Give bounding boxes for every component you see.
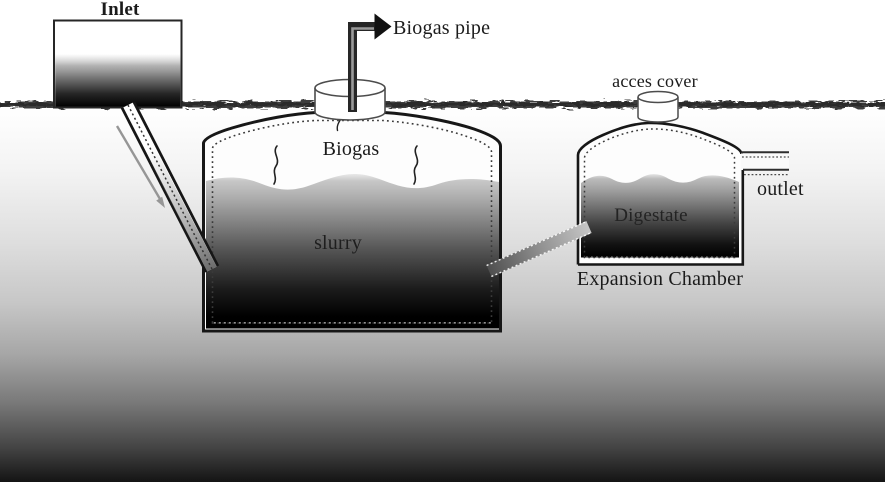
outlet-label: outlet [757, 178, 804, 200]
gas-wisp-left [273, 145, 279, 185]
digestate-label: Digestate [614, 205, 688, 226]
digester-slurry-fill [206, 173, 499, 329]
inlet-label: Inlet [100, 0, 140, 20]
flow-arrow [115, 125, 165, 208]
inlet-tank [53, 19, 183, 109]
inlet-pipe-dotted-center [127, 104, 213, 270]
expansion-chamber [576, 121, 745, 266]
access-cover-label: acces cover [612, 71, 698, 91]
biogas-label: Biogas [322, 138, 380, 160]
biogas-pipe-arrowhead [374, 13, 392, 40]
chamber-outline-lower [578, 170, 745, 266]
chamber-outline-upper [576, 121, 743, 265]
transfer-pipe [486, 220, 592, 278]
access-cover-cylinder [637, 90, 679, 123]
outlet-pipe [741, 151, 789, 176]
inlet-pipe [120, 101, 220, 273]
ground-line [0, 101, 885, 108]
chamber-inner-dotted-wall [583, 128, 736, 259]
expansion-chamber-label: Expansion Chamber [576, 268, 744, 290]
biogas-pipe-label: Biogas pipe [393, 17, 491, 39]
slurry-label: slurry [314, 232, 362, 254]
biogas-pipe [348, 13, 392, 112]
gas-wisp-right [413, 145, 419, 185]
digestate-fill [581, 174, 739, 258]
inlet-slurry-fill [55, 54, 181, 107]
main-digester [202, 111, 502, 333]
digester-inner-dotted-wall [211, 119, 493, 324]
